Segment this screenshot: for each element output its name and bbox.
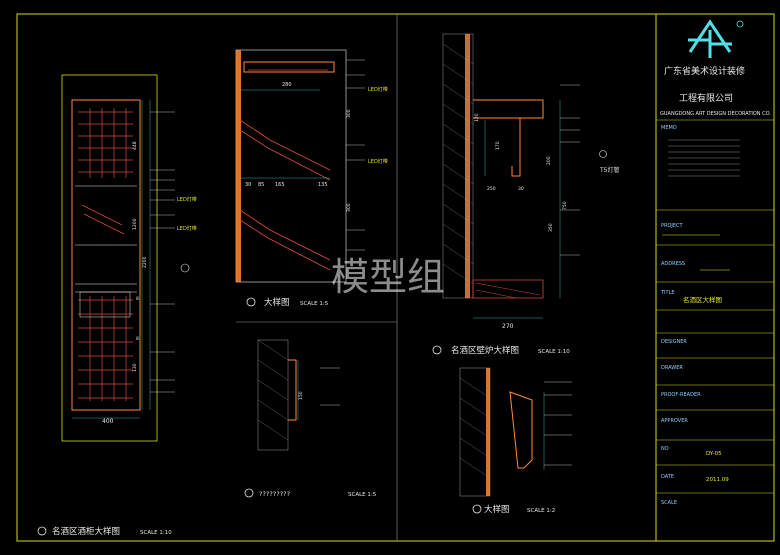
fireplace-dim-750: 750 <box>562 201 568 210</box>
drawing-frame <box>16 13 775 542</box>
watermark: 模型组 <box>331 255 445 299</box>
company-logo <box>688 19 744 58</box>
drawer-label: DRAWER <box>661 365 683 371</box>
date-label: DATE <box>661 474 674 480</box>
detail-unknown-section: 150 <box>257 339 340 451</box>
detail-top-dim-280: 280 <box>282 82 292 88</box>
wine-cabinet-scale: SCALE 1:10 <box>140 530 172 536</box>
wine-cabinet-dim-2: 1200 <box>132 218 138 230</box>
fireplace-width-dim: 270 <box>502 323 514 330</box>
detail-unknown-title-block: ????????? SCALE 1:5 <box>244 488 377 498</box>
designer-label: DESIGNER <box>661 339 687 345</box>
company-name-line2: 工程有限公司 <box>679 92 733 104</box>
scale-label: SCALE <box>661 500 677 506</box>
wine-cabinet-width-dim: 400 <box>102 418 114 425</box>
fireplace-title-block: 名酒区壁炉大样图 SCALE 1:10 <box>432 345 570 356</box>
wine-cabinet-callout-led-1: LED灯带 <box>177 196 197 203</box>
fireplace-title: 名酒区壁炉大样图 <box>451 345 519 356</box>
fireplace-dim-350: 350 <box>548 223 554 232</box>
wine-cabinet-dim-1: 448 <box>132 141 138 150</box>
fireplace-dim-170: 170 <box>495 141 501 150</box>
detail-unknown-title: ????????? <box>259 490 290 498</box>
detail-bottom-section <box>459 367 572 497</box>
fireplace-callout-t5: T5灯管 <box>599 166 619 174</box>
wine-cabinet-dim-3: 2200 <box>142 256 148 268</box>
wine-rack-grid <box>78 108 133 401</box>
wine-cabinet-title: 名酒区酒柜大样图 <box>52 526 120 537</box>
fireplace-section: 270 170 200 350 750 250 30 120 T5灯管 <box>442 33 619 330</box>
drawing-title-value: 名酒区大样图 <box>683 295 722 304</box>
company-name-line1: 广东省美术设计装修 <box>664 65 745 77</box>
detail-unknown-dim-150: 150 <box>298 391 304 400</box>
fireplace-dim-120: 120 <box>474 113 480 122</box>
detail-top-dim-85: 85 <box>258 182 264 188</box>
wine-cabinet-dim-5: 8 <box>136 336 139 342</box>
detail-top-title-block: 大样图 SCALE 1:5 <box>246 297 329 308</box>
detail-top-dim-135: 135 <box>318 182 328 188</box>
wine-cabinet-elevation: 400 448 1200 2200 8 8 130 LED灯带 LED灯带 <box>61 74 197 442</box>
detail-top-dim-30: 30 <box>245 182 251 188</box>
project-label: PROJECT <box>661 223 684 229</box>
fireplace-dim-30: 30 <box>518 186 524 192</box>
approver-label: APPROVER <box>661 418 688 424</box>
date-value: 2011.09 <box>706 477 729 483</box>
detail-unknown-scale: SCALE 1:5 <box>348 492 377 498</box>
detail-top-callout-led-2: LED灯带 <box>368 158 388 165</box>
detail-top-callout-led-1: LED灯带 <box>368 86 388 93</box>
title-block: 广东省美术设计装修 工程有限公司 GUANGDONG ART DESIGN DE… <box>656 19 774 506</box>
fireplace-scale: SCALE 1:10 <box>538 349 570 355</box>
detail-top-dim-165: 165 <box>275 182 285 188</box>
no-label: NO <box>661 446 669 452</box>
title-label: TITLE <box>660 290 675 296</box>
address-label: ADDRESS <box>661 261 685 267</box>
detail-top-section: 280 30 85 165 135 300 300 LED灯带 LED灯带 <box>235 49 388 283</box>
detail-top-scale: SCALE 1:5 <box>300 301 329 307</box>
fireplace-dim-250: 250 <box>487 186 496 192</box>
company-name-english: GUANGDONG ART DESIGN DECORATION CO. <box>660 111 771 117</box>
detail-bottom-title-block: 大样图 SCALE 1:2 <box>472 504 555 515</box>
detail-bottom-title: 大样图 <box>484 504 510 515</box>
detail-bottom-scale: SCALE 1:2 <box>527 508 555 514</box>
wine-cabinet-dim-4: 8 <box>136 296 139 302</box>
proof-reader-label: PROOF-READER <box>661 392 701 398</box>
wine-cabinet-title-block: 名酒区酒柜大样图 SCALE 1:10 <box>37 526 172 537</box>
detail-top-dim-300b: 300 <box>346 203 352 212</box>
wine-cabinet-dim-6: 130 <box>132 363 138 372</box>
detail-top-dim-300a: 300 <box>346 109 352 118</box>
fireplace-dim-200: 200 <box>546 156 552 165</box>
detail-top-title: 大样图 <box>264 297 290 308</box>
memo-label: MEMO <box>661 125 677 131</box>
drawing-number-value: DY-05 <box>706 451 722 457</box>
wine-cabinet-callout-led-2: LED灯带 <box>177 225 197 232</box>
